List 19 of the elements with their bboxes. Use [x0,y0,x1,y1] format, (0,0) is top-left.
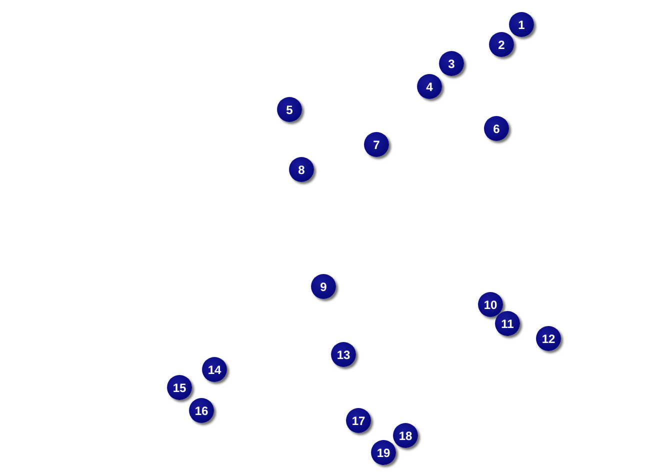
callout-number: 3 [439,51,464,76]
callout-number: 19 [371,440,396,465]
callout-number: 11 [495,311,520,336]
callout-number: 4 [417,74,442,99]
callout-number: 2 [489,32,514,57]
callout-number: 13 [331,342,356,367]
callout-number: 12 [536,326,561,351]
callout-number: 6 [484,116,509,141]
callout-number: 7 [364,132,389,157]
callout-number: 10 [478,292,503,317]
callout-number: 18 [393,423,418,448]
callout-number: 16 [189,398,214,423]
callout-number: 17 [346,408,371,433]
callout-number: 1 [509,12,534,37]
callout-number: 15 [167,375,192,400]
callout-number: 14 [202,357,227,382]
callout-number: 5 [277,97,302,122]
callout-number: 8 [289,157,314,182]
callout-number: 9 [311,274,336,299]
